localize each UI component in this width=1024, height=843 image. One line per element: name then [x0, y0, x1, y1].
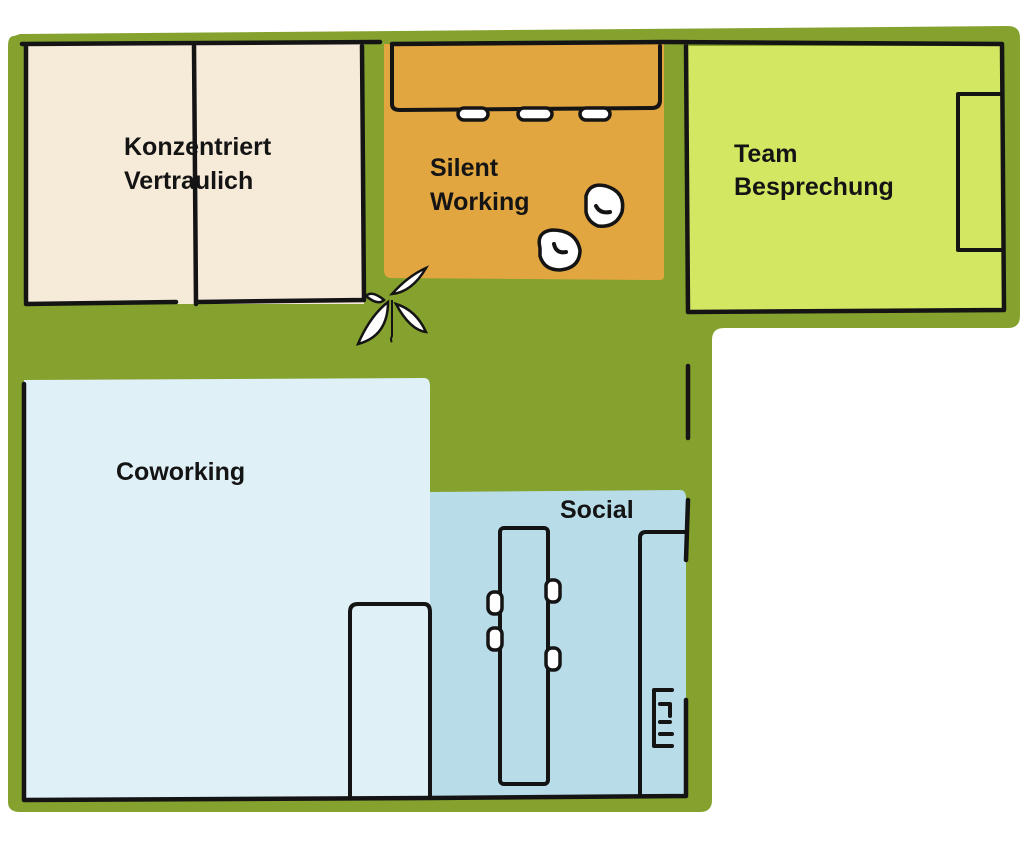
chair — [516, 106, 554, 122]
chair — [544, 646, 562, 672]
room-label-team-besprechung: Team Besprechung — [734, 140, 894, 201]
chair — [578, 106, 612, 122]
plant-icon — [355, 265, 430, 346]
lounge-chair — [584, 183, 625, 228]
room-label-coworking: Coworking — [116, 458, 245, 486]
room-label-silent-working: Silent Working — [430, 154, 530, 216]
room-team-besprechung[interactable] — [686, 46, 1004, 312]
team-room-cabinet — [956, 92, 1004, 252]
coworking-desk — [348, 602, 432, 800]
lounge-chair — [537, 228, 582, 272]
room-silent-working[interactable] — [384, 44, 664, 280]
social-counter — [638, 530, 688, 798]
konzentriert-walls — [23, 43, 367, 307]
room-social[interactable] — [430, 490, 686, 798]
chair — [486, 590, 504, 616]
room-label-social: Social — [560, 496, 634, 524]
chair — [456, 106, 490, 122]
room-label-konzentriert: Konzentriert Vertraulich — [124, 133, 278, 195]
chair — [486, 626, 504, 652]
chair — [544, 578, 562, 604]
coffee-machine-icon — [652, 688, 674, 748]
room-coworking[interactable] — [24, 378, 430, 798]
